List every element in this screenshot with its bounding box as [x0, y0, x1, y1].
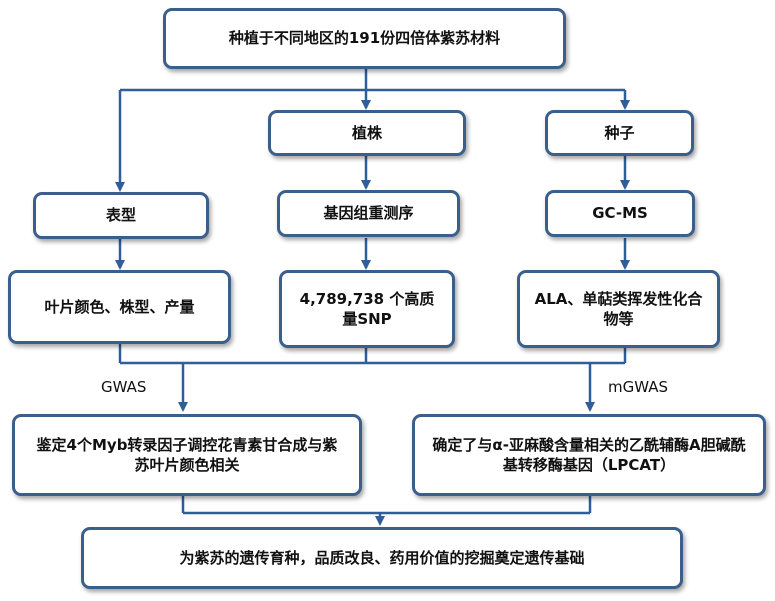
- conclusion-node: 为紫苏的遗传育种，品质改良、药用价值的挖掘奠定遗传基础: [81, 527, 683, 589]
- snp-node: 4,789,738 个高质量SNP: [279, 270, 455, 348]
- gcms-node: GC-MS: [545, 190, 695, 237]
- sequencing-node: 基因组重测序: [277, 190, 460, 237]
- traits-node: 叶片颜色、株型、产量: [8, 270, 231, 344]
- plant-node: 植株: [268, 110, 466, 156]
- seed-node: 种子: [545, 110, 694, 156]
- gwas-label: GWAS: [101, 378, 147, 396]
- mgwas-label: mGWAS: [608, 378, 669, 396]
- myb-node: 鉴定4个Myb转录因子调控花青素甘合成与紫苏叶片颜色相关: [12, 414, 362, 496]
- lpcat-node: 确定了与α-亚麻酸含量相关的乙酰辅酶A胆碱酰基转移酶基因（LPCAT）: [412, 414, 766, 496]
- metabolites-node: ALA、单萜类挥发性化合物等: [517, 270, 720, 348]
- root-node: 种植于不同地区的191份四倍体紫苏材料: [163, 8, 566, 69]
- phenotype-node: 表型: [33, 192, 209, 239]
